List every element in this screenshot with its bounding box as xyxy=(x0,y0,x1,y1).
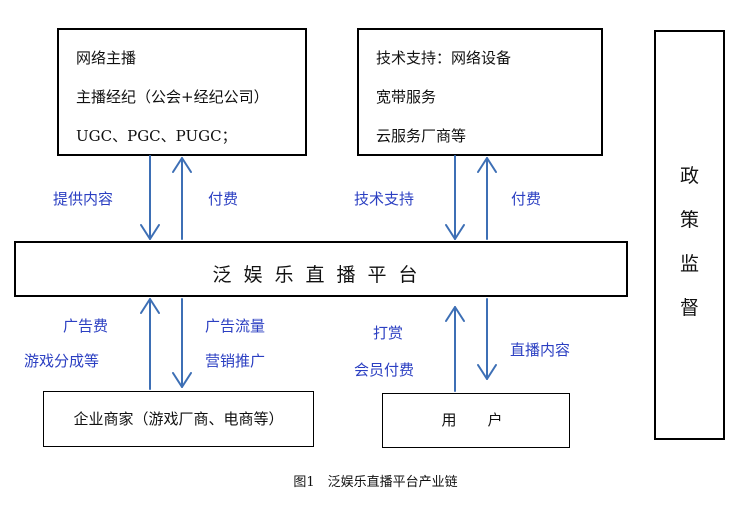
figure-caption: 图1 泛娱乐直播平台产业链 xyxy=(293,475,458,490)
tech-providers-box: 技术支持：网络设备 宽带服务 云服务厂商等 xyxy=(357,28,603,156)
label-live-content: 直播内容 xyxy=(510,341,571,359)
users-label: 用 户 xyxy=(441,411,511,429)
label-ad-traffic: 广告流量 xyxy=(205,317,266,335)
label-tech-support: 技术支持 xyxy=(354,190,415,208)
content-providers-box: 网络主播 主播经纪（公会+经纪公司） UGC、PGC、PUGC； xyxy=(57,28,307,156)
arrow-tech-support-head xyxy=(445,224,465,240)
label-provide-content: 提供内容 xyxy=(53,190,114,208)
users-box: 用 户 xyxy=(382,393,570,448)
arrow-pay-top-left-head xyxy=(172,157,192,173)
arrow-pay-top-right-head xyxy=(477,157,497,173)
content-provider-line-1: 网络主播 xyxy=(76,49,137,67)
arrow-ad-traffic-head xyxy=(172,372,192,388)
label-game-share: 游戏分成等 xyxy=(24,352,100,370)
content-provider-line-2: 主播经纪（公会+经纪公司） xyxy=(76,88,269,106)
label-marketing: 营销推广 xyxy=(205,352,266,370)
label-ad-fee: 广告费 xyxy=(63,317,109,335)
tech-provider-line-2: 宽带服务 xyxy=(376,88,437,106)
label-tip: 打赏 xyxy=(373,324,404,342)
enterprise-merchants-label: 企业商家（游戏厂商、电商等） xyxy=(73,410,284,428)
arrow-tip-head xyxy=(445,306,465,322)
policy-supervision-box: 政 策 监 督 xyxy=(654,30,725,440)
label-pay-top-right: 付费 xyxy=(511,190,542,208)
tech-provider-line-1: 技术支持：网络设备 xyxy=(376,49,512,67)
label-member-fee: 会员付费 xyxy=(354,361,415,379)
enterprise-merchants-box: 企业商家（游戏厂商、电商等） xyxy=(43,391,314,447)
platform-bar: 泛娱乐直播平台 xyxy=(14,241,628,297)
platform-label: 泛娱乐直播平台 xyxy=(212,264,430,286)
content-provider-line-3: UGC、PGC、PUGC； xyxy=(76,127,237,145)
arrow-ad-fee-head xyxy=(140,298,160,314)
arrow-live-content-head xyxy=(477,364,497,380)
policy-supervision-label: 政 策 监 督 xyxy=(679,165,699,319)
tech-provider-line-3: 云服务厂商等 xyxy=(376,127,467,145)
arrow-provide-content-head xyxy=(140,224,160,240)
label-pay-top-left: 付费 xyxy=(208,190,239,208)
